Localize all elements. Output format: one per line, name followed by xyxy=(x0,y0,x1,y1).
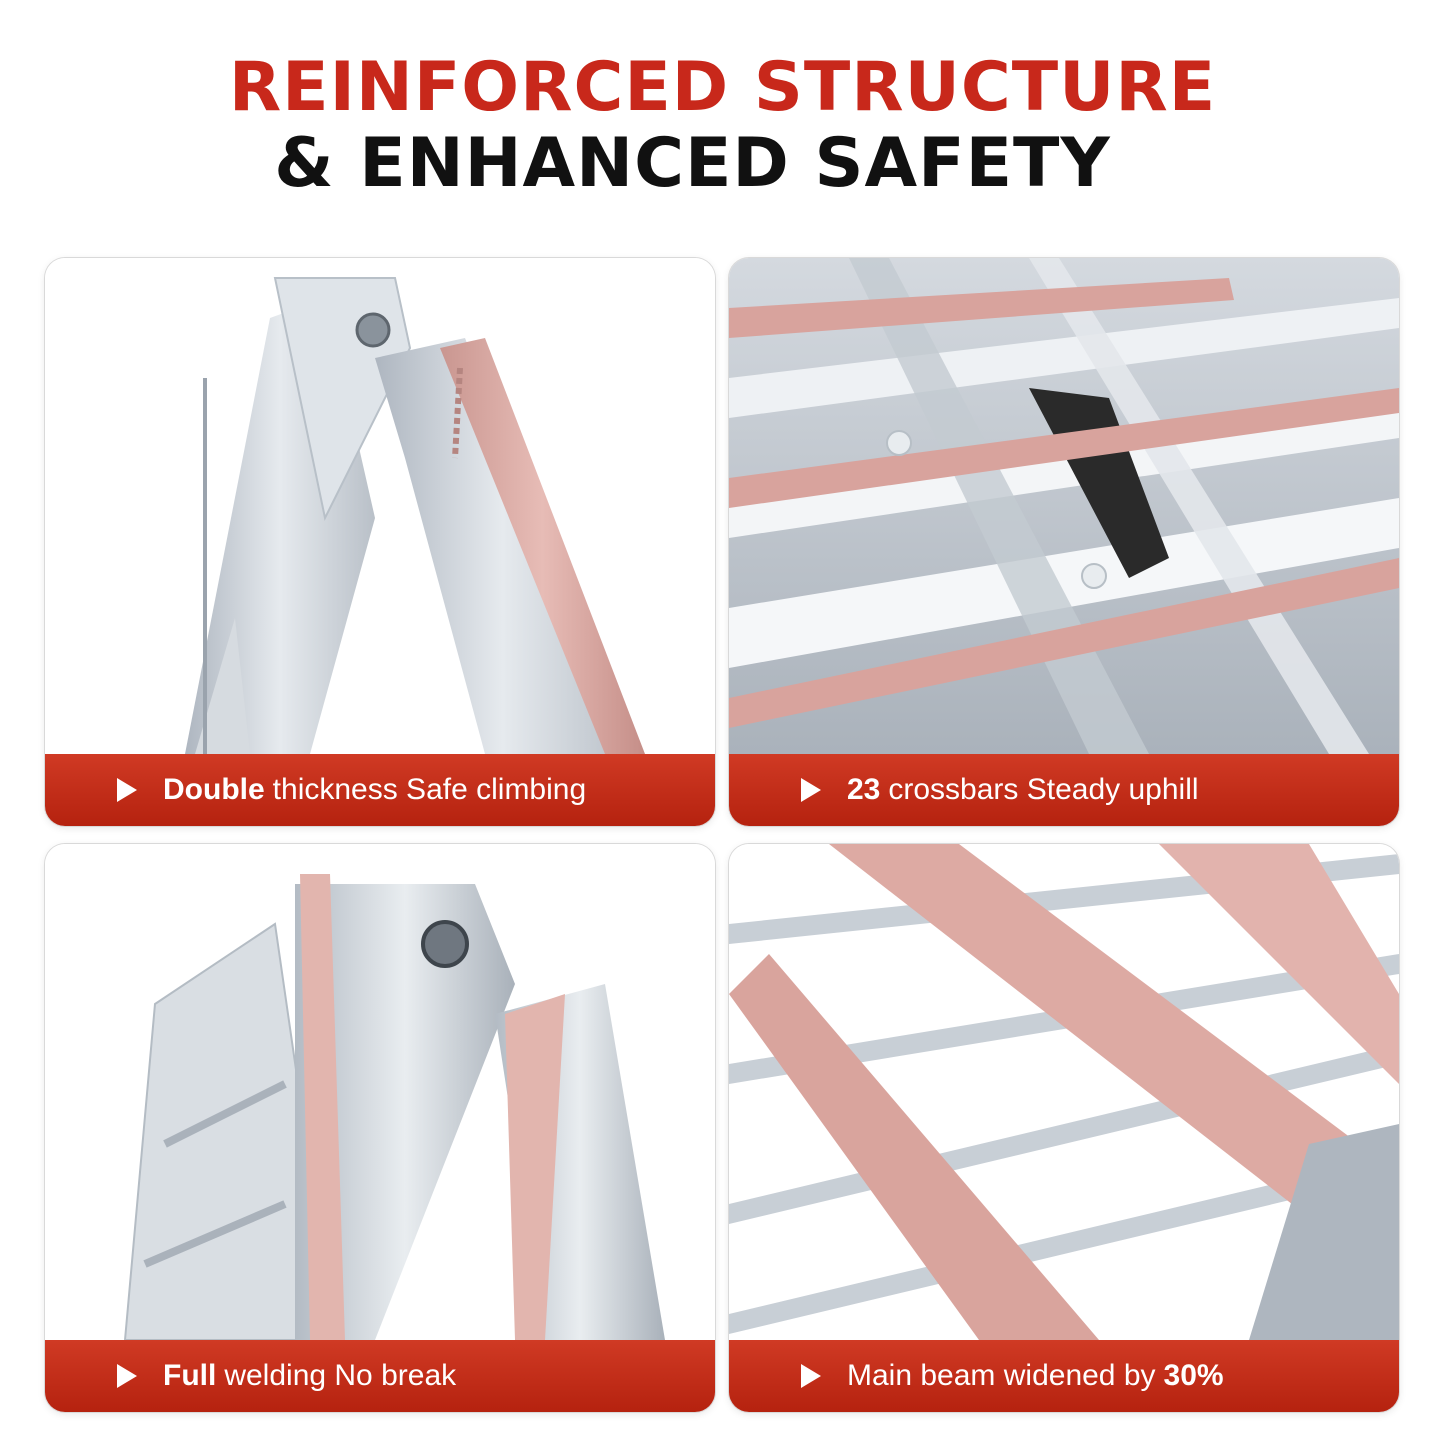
caption-bar: Double thickness Safe climbing xyxy=(45,754,715,826)
folding-hinge-photo xyxy=(45,258,715,754)
caption-bold: Double xyxy=(163,773,265,806)
play-arrow-icon xyxy=(117,1364,137,1388)
feature-card-double-thickness: Double thickness Safe climbing xyxy=(45,258,715,826)
feature-card-full-welding: Full welding No break xyxy=(45,844,715,1412)
caption-text: Main beam widened by xyxy=(847,1359,1156,1392)
headline-line2: & ENHANCED SAFETY xyxy=(274,124,1111,203)
play-arrow-icon xyxy=(801,778,821,802)
feature-card-crossbars: 23 crossbars Steady uphill xyxy=(729,258,1399,826)
headline-line1: REINFORCED STRUCTURE xyxy=(228,48,1217,127)
crossbars-photo xyxy=(729,258,1399,754)
caption-bold: 23 xyxy=(847,773,881,806)
caption-bar: Main beam widened by 30% xyxy=(729,1340,1399,1412)
caption-text: thickness Safe climbing xyxy=(272,773,587,806)
main-beam-photo xyxy=(729,844,1399,1340)
caption-bold: 30% xyxy=(1163,1359,1224,1392)
feature-card-main-beam: Main beam widened by 30% xyxy=(729,844,1399,1412)
play-arrow-icon xyxy=(801,1364,821,1388)
caption-bold: Full xyxy=(163,1359,217,1392)
caption-bar: Full welding No break xyxy=(45,1340,715,1412)
play-arrow-icon xyxy=(117,778,137,802)
caption-text: crossbars Steady uphill xyxy=(888,773,1199,806)
caption-bar: 23 crossbars Steady uphill xyxy=(729,754,1399,826)
caption-text: welding No break xyxy=(224,1359,457,1392)
welded-hinge-photo xyxy=(45,844,715,1340)
